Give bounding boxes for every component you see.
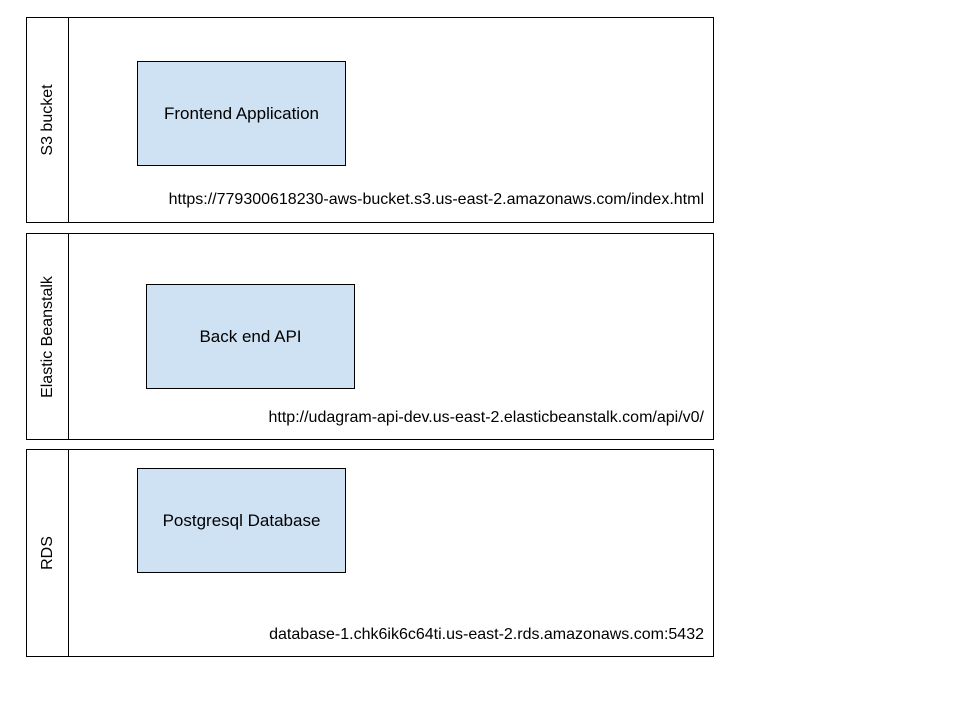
lane-title-rds: RDS xyxy=(38,536,56,570)
postgresql-database-box: Postgresql Database xyxy=(137,468,346,573)
lane-header-rds: RDS xyxy=(27,450,69,656)
swimlane-elastic-beanstalk: Elastic Beanstalk Back end API http://ud… xyxy=(26,233,714,440)
back-end-api-box: Back end API xyxy=(146,284,355,389)
lane-title-s3-bucket: S3 bucket xyxy=(38,84,56,156)
swimlane-rds: RDS Postgresql Database database-1.chk6i… xyxy=(26,449,714,657)
lane-title-elastic-beanstalk: Elastic Beanstalk xyxy=(38,275,56,398)
rds-endpoint-url: database-1.chk6ik6c64ti.us-east-2.rds.am… xyxy=(269,626,704,643)
frontend-application-box: Frontend Application xyxy=(137,61,346,166)
postgresql-database-label: Postgresql Database xyxy=(162,510,321,530)
lane-header-s3-bucket: S3 bucket xyxy=(27,18,69,222)
swimlane-s3-bucket: S3 bucket Frontend Application https://7… xyxy=(26,17,714,223)
elastic-beanstalk-url: http://udagram-api-dev.us-east-2.elastic… xyxy=(268,409,704,426)
lane-header-elastic-beanstalk: Elastic Beanstalk xyxy=(27,234,69,439)
s3-bucket-url: https://779300618230-aws-bucket.s3.us-ea… xyxy=(168,191,704,208)
back-end-api-label: Back end API xyxy=(199,326,302,346)
frontend-application-label: Frontend Application xyxy=(164,103,319,123)
